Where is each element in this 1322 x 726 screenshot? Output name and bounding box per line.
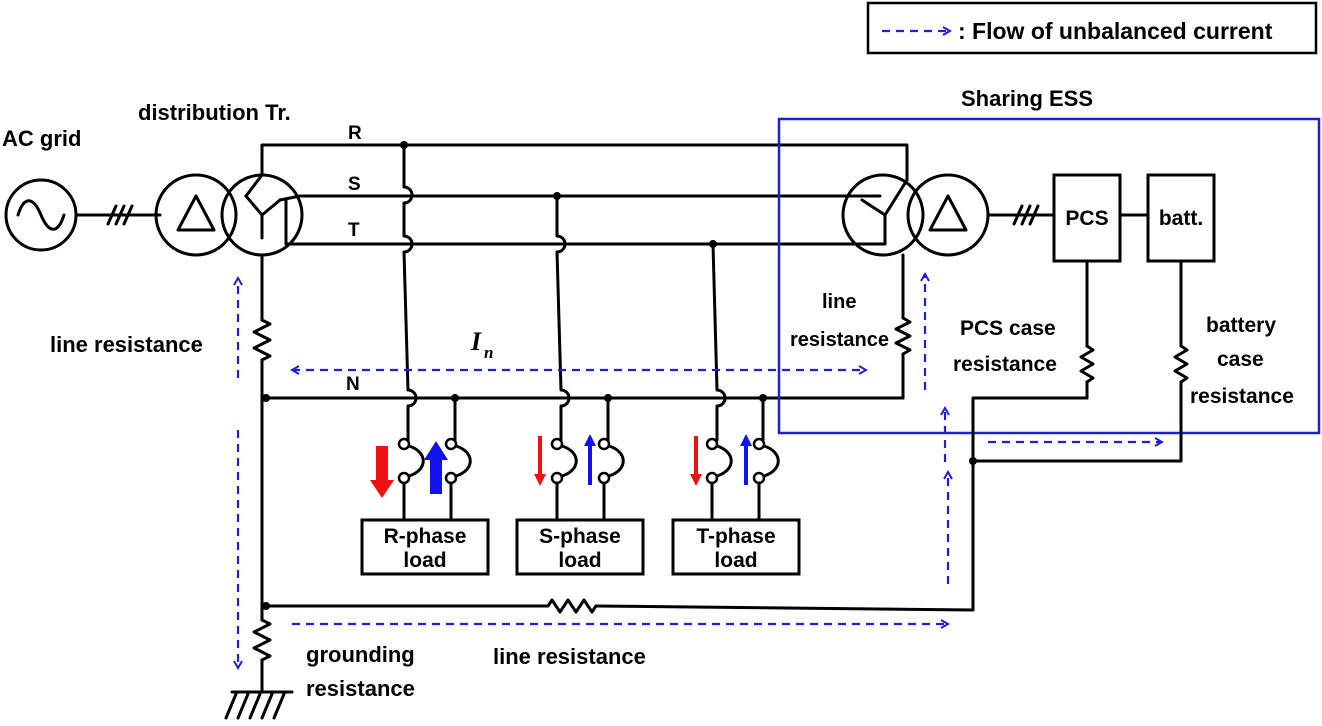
ess-transformer-icon	[841, 173, 990, 257]
s-phase-current-arrows-icon	[534, 434, 596, 486]
line-resistance-left-label: line resistance	[50, 332, 203, 357]
line-resistance-right-resistor-icon	[894, 316, 912, 356]
phase-t-label: T	[348, 220, 360, 241]
battery-case-line1: battery	[1206, 314, 1276, 337]
pcs-case-line2: resistance	[953, 353, 1057, 376]
ac-grid-label: AC grid	[2, 126, 81, 151]
legend-text: : Flow of unbalanced current	[958, 18, 1273, 44]
sharing-ess-box	[777, 117, 1321, 435]
neutral-junction-dot	[262, 394, 270, 402]
phase-r-label: R	[348, 123, 362, 144]
grounding-line1: grounding	[306, 642, 415, 667]
ac-source-icon	[4, 178, 78, 252]
r-phase-load: R-phase load	[360, 518, 490, 576]
s-phase-load-line1: S-phase	[539, 525, 621, 548]
line-resistance-right-line2: resistance	[790, 329, 889, 351]
t-phase-switch-icon	[705, 437, 780, 522]
three-phase-marker-icon	[106, 204, 134, 226]
distribution-transformer-icon	[154, 173, 304, 257]
grounding-line2: resistance	[306, 676, 415, 701]
r-phase-load-line1: R-phase	[384, 525, 467, 548]
r-phase-current-arrows-icon	[370, 441, 448, 498]
t-phase-load: T-phase load	[671, 518, 801, 576]
battery-case-resistor-icon	[1173, 344, 1189, 384]
battery-case-wire	[971, 380, 1183, 463]
distribution-tr-label: distribution Tr.	[138, 100, 291, 125]
unbalanced-flow-arrows	[238, 274, 1162, 668]
ground-link-wire-right	[594, 604, 975, 612]
battery-case-line2: case	[1217, 348, 1264, 371]
legend: : Flow of unbalanced current	[866, 1, 1318, 55]
phase-s-wire	[278, 194, 882, 202]
phase-s-label: S	[348, 174, 361, 195]
ess-three-phase-marker-icon	[1012, 204, 1040, 226]
neutral-label: N	[346, 374, 360, 395]
s-phase-load: S-phase load	[515, 518, 645, 576]
neutral-current-subscript: n	[484, 343, 493, 362]
pcs-box	[1052, 173, 1122, 263]
grounding-resistor-icon	[252, 618, 272, 662]
line-resistance-bottom-label: line resistance	[493, 644, 646, 669]
case-junction-dot	[969, 457, 977, 465]
s-phase-switch-icon	[550, 437, 625, 522]
t-phase-load-line1: T-phase	[696, 525, 775, 548]
battery-label: batt.	[1159, 207, 1203, 230]
pcs-label: PCS	[1065, 207, 1108, 230]
line-resistance-left-resistor-icon	[252, 318, 272, 362]
s-phase-tap-wire	[555, 194, 571, 442]
s-phase-load-line2: load	[558, 549, 601, 572]
r-phase-switch-icon	[397, 437, 472, 522]
phase-t-wire	[284, 198, 887, 246]
ground-junction-dot	[262, 602, 270, 610]
r-phase-tap-wire	[402, 143, 418, 442]
r-phase-load-line2: load	[403, 549, 446, 572]
battery-case-line3: resistance	[1190, 385, 1294, 408]
t-phase-load-line2: load	[714, 549, 757, 572]
pcs-case-resistor-icon	[1079, 344, 1095, 384]
sharing-ess-label: Sharing ESS	[961, 86, 1093, 111]
case-ground-wire	[971, 396, 1089, 612]
t-phase-tap-wire	[711, 242, 727, 442]
line-resistance-bottom-resistor-icon	[546, 598, 598, 614]
ground-symbol-icon	[224, 690, 294, 720]
pcs-case-line1: PCS case	[960, 317, 1056, 340]
t-phase-current-arrows-icon	[690, 434, 752, 486]
line-resistance-right-line1: line	[822, 291, 856, 313]
legend-box	[866, 1, 1318, 55]
neutral-current-symbol: I	[470, 327, 482, 356]
phase-r-wire	[244, 143, 909, 198]
